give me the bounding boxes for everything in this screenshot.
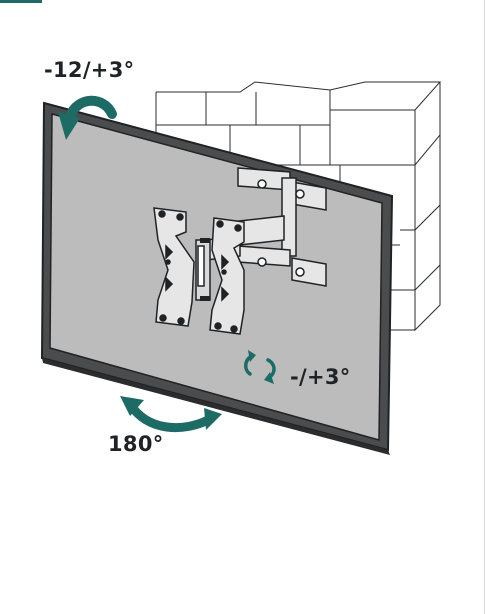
top-accent-bar xyxy=(0,0,42,3)
swivel-arrows-icon xyxy=(244,350,276,384)
mount-bolts xyxy=(200,238,210,301)
rotation-arrow-icon xyxy=(120,396,222,433)
rotation-range-label: 180° xyxy=(108,432,164,456)
page-edge-divider xyxy=(484,0,485,614)
tilt-range-label: -12/+3° xyxy=(44,58,135,82)
swivel-range-label: -/+3° xyxy=(290,365,351,389)
vesa-bracket-left xyxy=(153,207,195,327)
tilt-arrow-icon xyxy=(58,95,117,140)
tv-screen xyxy=(40,101,394,455)
vesa-bracket-right xyxy=(209,217,245,335)
wall-plate xyxy=(237,167,327,287)
